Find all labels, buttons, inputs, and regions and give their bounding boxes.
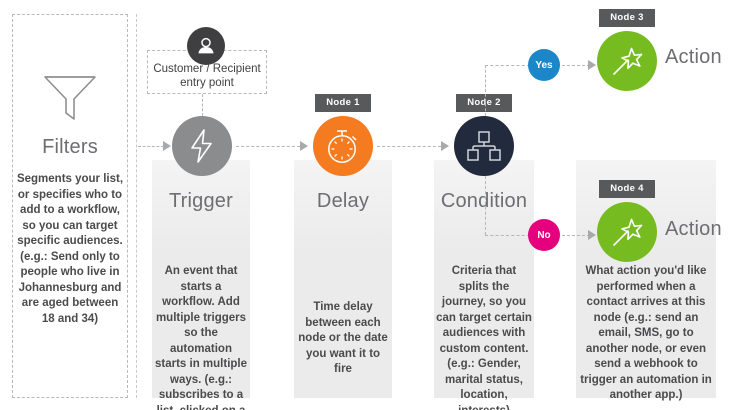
connector-condition-no-run [485,235,530,236]
delay-node-icon[interactable] [313,116,373,176]
funnel-icon [41,72,99,124]
action-no-node-icon[interactable] [597,202,657,262]
filters-column [12,14,128,398]
panel-condition [434,160,534,398]
action-yes-node-icon[interactable] [597,31,657,91]
delay-node-description: Time delay between each node or the date… [298,301,388,375]
arrowhead-no-to-action [588,230,596,240]
condition-node-icon[interactable] [454,116,514,176]
condition-node-label: Condition [440,190,528,212]
node-badge-2: Node 2 [456,94,512,112]
delay-node-label: Delay [316,190,370,212]
connector-filters-to-trigger [138,146,164,147]
person-icon [187,27,225,65]
connector-no-to-action [562,235,590,236]
arrowhead-delay-to-condition [441,141,449,151]
connector-delay-to-condition [377,146,441,147]
trigger-node-icon[interactable] [172,116,232,176]
arrowhead-filters-to-trigger [163,141,171,151]
node-badge-3: Node 3 [599,9,655,27]
node-badge-4: Node 4 [599,180,655,198]
condition-node-description: Criteria that splits the journey, so you… [436,265,532,410]
connector-condition-yes-run [485,65,530,66]
connector-yes-to-action [562,65,590,66]
connector-trigger-to-delay [236,146,300,147]
filters-divider [136,14,137,398]
branch-no-badge[interactable]: No [528,219,560,251]
connector-condition-yes-riser [485,65,486,116]
filters-title: Filters [42,136,98,158]
action-no-node-description: What action you'd like performed when a … [580,265,712,401]
arrowhead-yes-to-action [588,60,596,70]
panel-trigger [152,160,250,398]
entry-point-label: Customer / Recipient entry point [153,63,261,89]
panel-delay [294,160,392,398]
action-no-node-label: Action [665,218,722,240]
arrowhead-trigger-to-delay [300,141,308,151]
panel-action-no [576,160,716,398]
node-badge-1: Node 1 [315,94,371,112]
connector-entry-to-trigger [202,94,203,116]
action-yes-node-label: Action [665,46,722,68]
filters-description: Segments your list, or specifies who to … [16,173,124,325]
trigger-node-label: Trigger [168,190,233,212]
trigger-node-description: An event that starts a workflow. Add mul… [154,265,248,410]
branch-yes-badge[interactable]: Yes [528,49,560,81]
connector-condition-no-riser [485,176,486,235]
